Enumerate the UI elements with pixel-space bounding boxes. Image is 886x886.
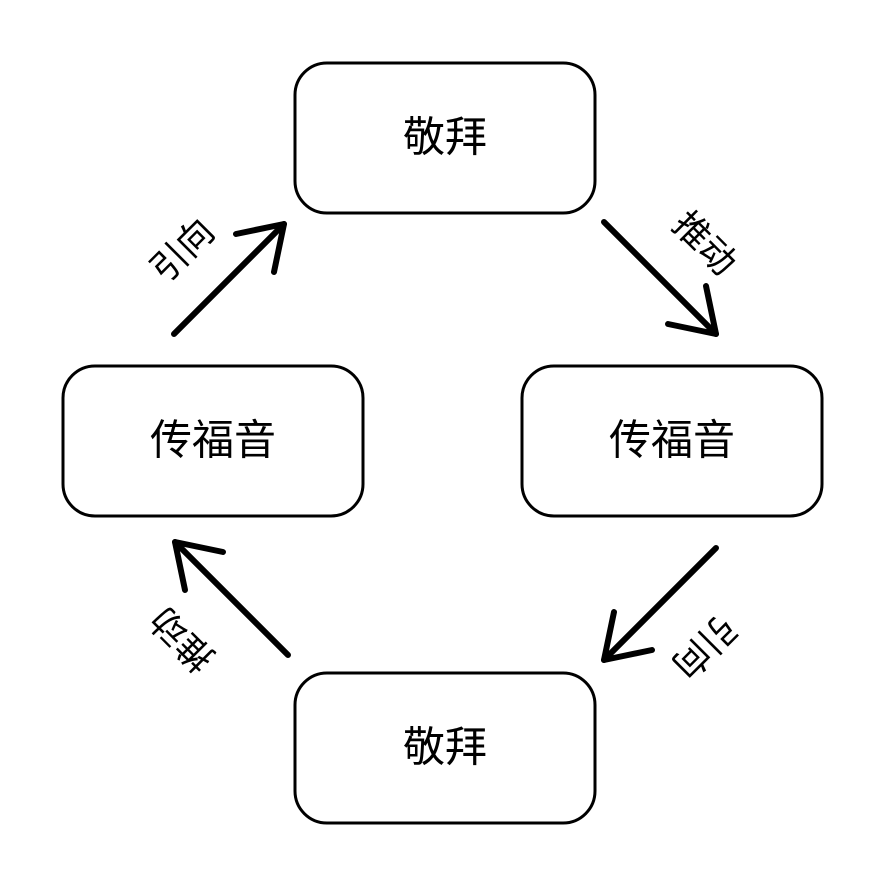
edge-label-bottom-to-left: 推动 xyxy=(143,599,223,679)
node-top-box xyxy=(293,61,597,215)
node-left-box xyxy=(61,364,365,518)
node-top-label: 敬拜 xyxy=(403,113,487,162)
arrow-left-to-top xyxy=(171,221,287,337)
node-right-box xyxy=(520,364,824,518)
arrow-top-to-right-shaft xyxy=(601,219,719,337)
arrow-right-to-bottom-head xyxy=(601,609,655,663)
edge-label-top-to-right: 推动 xyxy=(664,204,744,284)
edge-label-left-to-top: 引向 xyxy=(143,211,223,291)
node-left-label: 传福音 xyxy=(150,416,276,465)
arrow-left-to-top-head xyxy=(233,221,287,275)
node-top: 敬拜 xyxy=(293,61,597,215)
arrow-top-to-right-head xyxy=(665,283,719,337)
node-left: 传福音 xyxy=(61,364,365,518)
arrow-right-to-bottom xyxy=(601,545,719,663)
arrow-left-to-top-shaft xyxy=(171,221,287,337)
arrow-bottom-to-left-shaft xyxy=(172,539,291,658)
node-bottom-box xyxy=(293,671,597,825)
arrow-top-to-right xyxy=(601,219,719,337)
node-bottom: 敬拜 xyxy=(293,671,597,825)
arrow-bottom-to-left xyxy=(172,539,291,658)
node-right-label: 传福音 xyxy=(609,416,735,465)
arrow-right-to-bottom-shaft xyxy=(601,545,719,663)
arrow-bottom-to-left-head xyxy=(172,539,226,593)
edge-label-right-to-bottom: 引向 xyxy=(664,606,744,686)
node-bottom-label: 敬拜 xyxy=(403,723,487,772)
node-right: 传福音 xyxy=(520,364,824,518)
